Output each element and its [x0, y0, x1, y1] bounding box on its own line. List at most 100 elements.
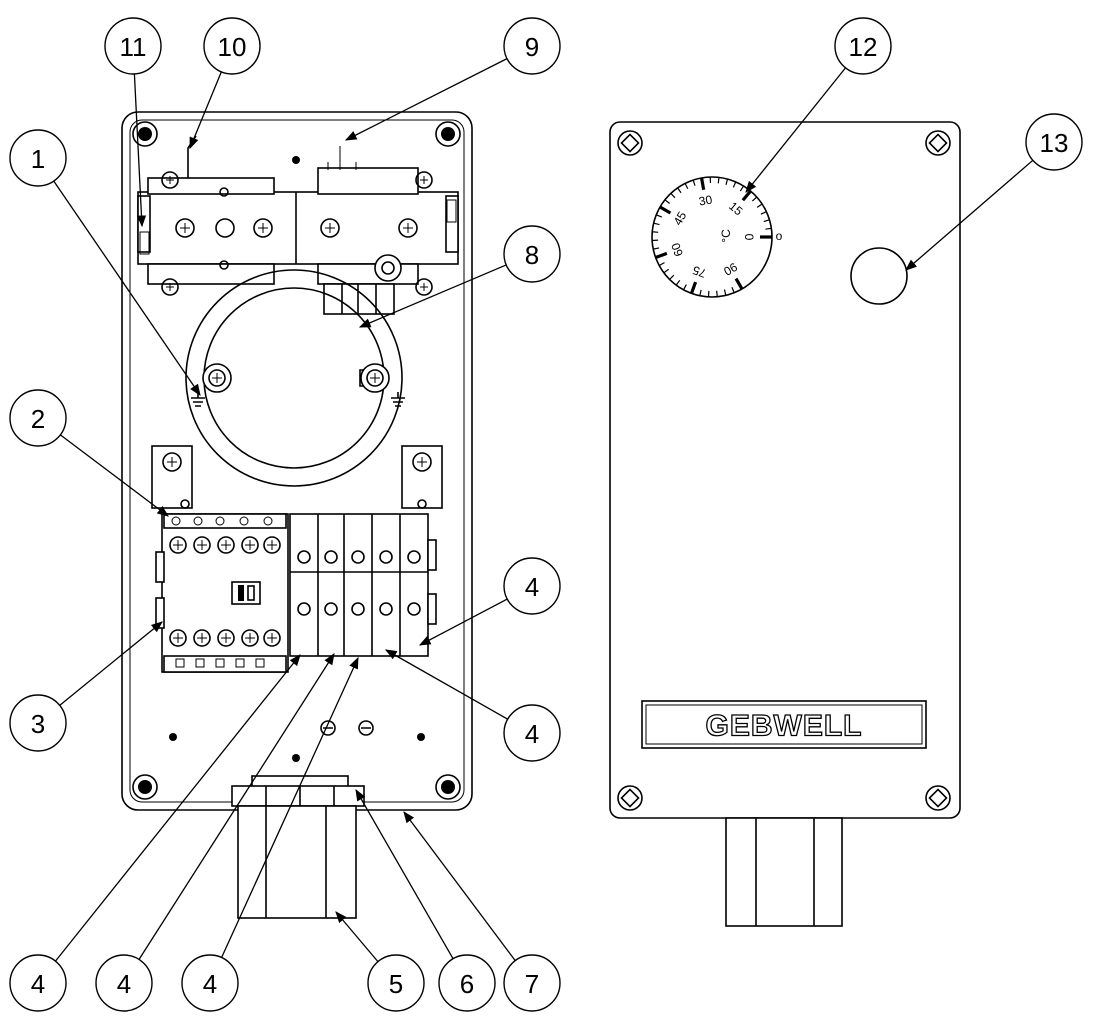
- dial-label: 75: [690, 263, 708, 281]
- dial-tick: [670, 192, 676, 199]
- callout-circle: [203, 17, 261, 75]
- dial-tick: [723, 289, 727, 296]
- callout-c5: 5: [367, 954, 425, 1012]
- dial-tick: [682, 284, 687, 291]
- cover-corner-screws: [617, 130, 951, 811]
- dial-label: 0: [742, 234, 756, 241]
- dial-tick: [734, 277, 744, 290]
- brand-name: GEBWELL: [706, 710, 863, 743]
- brand-plate: GEBWELL: [641, 700, 927, 749]
- callout-circle: [104, 17, 162, 75]
- leader-c3: [59, 621, 163, 706]
- dial-tick: [658, 262, 665, 267]
- leader-c9: [344, 58, 508, 141]
- callout-circle: [95, 954, 153, 1012]
- dial-tick: [765, 227, 772, 230]
- callout-label: 13: [1040, 128, 1069, 158]
- leader-c4c: [54, 654, 301, 962]
- dial-label: 15: [726, 199, 745, 219]
- leader-c4b: [384, 649, 508, 720]
- leader-c12: [745, 67, 846, 193]
- callout-circle: [9, 129, 67, 187]
- pilot-lamp: [850, 247, 908, 305]
- dial-tick: [739, 185, 745, 192]
- din-rail-brackets: [151, 445, 443, 509]
- leader-c5: [335, 911, 379, 963]
- dial-tick: [684, 183, 689, 190]
- leader-c1: [53, 180, 201, 396]
- blanking-plugs: [320, 720, 374, 736]
- callout-c7: 7: [503, 954, 561, 1012]
- dial-label: 30: [698, 192, 714, 208]
- contactor: [155, 513, 289, 673]
- leader-c11: [133, 73, 147, 228]
- callout-label: 4: [203, 969, 217, 999]
- leader-c8: [358, 264, 507, 328]
- callout-circle: [9, 954, 67, 1012]
- callout-c11: 11: [104, 17, 162, 75]
- dial-label: 45: [671, 209, 690, 228]
- leader-c4e: [221, 656, 359, 958]
- callout-c9: 9: [503, 17, 561, 75]
- leader-c6: [355, 788, 454, 960]
- callout-c4c: 4: [9, 954, 67, 1012]
- dial-tick: [659, 205, 672, 215]
- callout-c12: 12: [834, 17, 892, 75]
- callout-circle: [367, 954, 425, 1012]
- dial-tick: [677, 187, 682, 194]
- callout-label: 4: [117, 969, 131, 999]
- dial-tick: [741, 190, 752, 202]
- open-housing-view: [121, 111, 473, 919]
- callout-circle: [438, 954, 496, 1012]
- callout-label: 4: [525, 572, 539, 602]
- callout-label: 5: [389, 969, 403, 999]
- callout-label: 1: [31, 144, 45, 174]
- callout-circle: [503, 557, 561, 615]
- dial-tick: [732, 181, 737, 188]
- mounting-holes: [169, 156, 425, 762]
- dial-tick: [664, 199, 671, 204]
- leader-c13: [905, 159, 1034, 271]
- dial-tick: [689, 281, 698, 294]
- callout-label: 7: [525, 969, 539, 999]
- leader-c4d: [138, 653, 335, 960]
- callout-circle: [9, 389, 67, 447]
- dial-tick: [700, 177, 706, 191]
- callout-c3: 3: [9, 694, 67, 752]
- dial-tick: [756, 203, 763, 208]
- callout-circle: [503, 225, 561, 283]
- callout-circle: [834, 17, 892, 75]
- terminal-block: [289, 513, 437, 657]
- callout-c13: 13: [1025, 113, 1083, 171]
- dial-tick: [692, 179, 696, 186]
- callout-c10: 10: [203, 17, 261, 75]
- cover-cable-gland: [725, 817, 843, 927]
- callout-circle: [1025, 113, 1083, 171]
- dial-unit-label: °C: [719, 229, 733, 243]
- callout-label: 9: [525, 32, 539, 62]
- callout-circle: [181, 954, 239, 1012]
- dial-tick: [760, 211, 767, 215]
- dial-tick: [653, 222, 660, 226]
- leader-c10: [189, 71, 222, 150]
- callout-label: 6: [460, 969, 474, 999]
- callout-label: 4: [525, 719, 539, 749]
- dial-tick: [725, 178, 729, 185]
- dial-tick: [656, 214, 663, 218]
- dial-tick: [763, 219, 770, 223]
- callout-leaders: [53, 58, 1034, 963]
- dial-tick: [663, 268, 670, 274]
- callout-circle: [503, 17, 561, 75]
- cable-gland: [231, 775, 365, 919]
- callout-circle: [503, 954, 561, 1012]
- callout-label: 8: [525, 240, 539, 270]
- leader-c2: [59, 434, 169, 517]
- callout-c6: 6: [438, 954, 496, 1012]
- callout-circle: [9, 694, 67, 752]
- callout-c4e: 4: [181, 954, 239, 1012]
